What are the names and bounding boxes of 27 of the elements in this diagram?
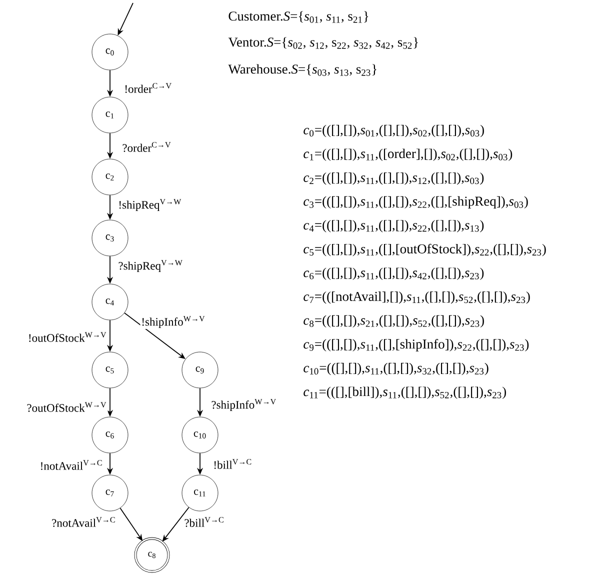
formula-text: c$_{11}$=(([],[bill]),s$_{11}$,([],[]),s$_{52}$,([],[]),s$_{23}$) [304, 386, 506, 399]
edge-label: ?order$^{C→V}$ [121, 141, 172, 153]
edge-label: ?bill$^{V→C}$ [183, 516, 226, 528]
formula-text: c$_{10}$=(([],[]),s$_{11}$,([],[]),s$_{32}$,([],[]),s$_{23}$) [304, 362, 488, 376]
edge-label: ?outOfStock$^{W→V}$ [26, 401, 108, 413]
formula-text: c$_{0}$=(([],[]),s$_{01}$,([],[]),s$_{02}$,([],[]),s$_{03}$) [304, 124, 484, 138]
edge-label: !shipInfo$^{W→V}$ [140, 314, 206, 330]
formula-text: c$_{7}$=(([notAvail],[]),s$_{11}$,([],[]),s$_{52}$,([],[]),s$_{23}$) [304, 292, 530, 304]
formula-text: c$_{8}$=(([],[]),s$_{21}$,([],[]),s$_{52}$,([],[]),s$_{23}$) [304, 315, 484, 328]
formula-text: Customer.S={s$_{01}$, s$_{11}$, s$_{21}$} [228, 11, 368, 23]
edge-label: !order$^{C→V}$ [123, 82, 174, 94]
formula-text: c$_{2}$=(([],[]),s$_{11}$,([],[]),s$_{12}$,([],[]),s$_{03}$) [304, 172, 484, 185]
edge-label: !notAvail$^{V→C}$ [38, 459, 104, 471]
formula-text: c$_{9}$=(([],[]),s$_{11}$,([],[shipInfo]),s$_{22}$,([],[]),s$_{23}$) [304, 339, 529, 352]
edge-label: ?shipReq$^{V→W}$ [117, 258, 184, 274]
formula-text: c$_{6}$=(([],[]),s$_{11}$,([],[]),s$_{42}$,([],[]),s$_{23}$) [304, 268, 484, 280]
edge-label: !bill$^{V→C}$ [212, 458, 254, 470]
edge-label: ?notAvail$^{V→C}$ [50, 516, 117, 528]
formula-text: Ventor.S={s$_{02}$, s$_{12}$, s$_{22}$, s$_{32}$, s$_{42}$, s$_{52}$} [228, 37, 418, 49]
formula-text: c$_{5}$=(([],[]),s$_{11}$,([],[outOfStock]),s$_{22}$,([],[]),s$_{23}$) [304, 244, 546, 256]
formula-text: c$_{1}$=(([],[]),s$_{11}$,([order],[]),s$_{02}$,([],[]),s$_{03}$) [304, 148, 512, 161]
formula-text: c$_{4}$=(([],[]),s$_{11}$,([],[]),s$_{22}$,([],[]),s$_{13}$) [304, 220, 484, 232]
edge-label: ?shipInfo$^{W→V}$ [210, 398, 278, 412]
edge-label: !shipReq$^{V→W}$ [117, 198, 183, 212]
edge-label: !outOfStock$^{W→V}$ [26, 331, 108, 343]
formula-text: Warehouse.S={s$_{03}$, s$_{13}$, s$_{23}$} [228, 64, 376, 76]
formula-text: c$_{3}$=(([],[]),s$_{11}$,([],[]),s$_{22}$,([],[shipReq]),s$_{03}$) [304, 196, 528, 209]
